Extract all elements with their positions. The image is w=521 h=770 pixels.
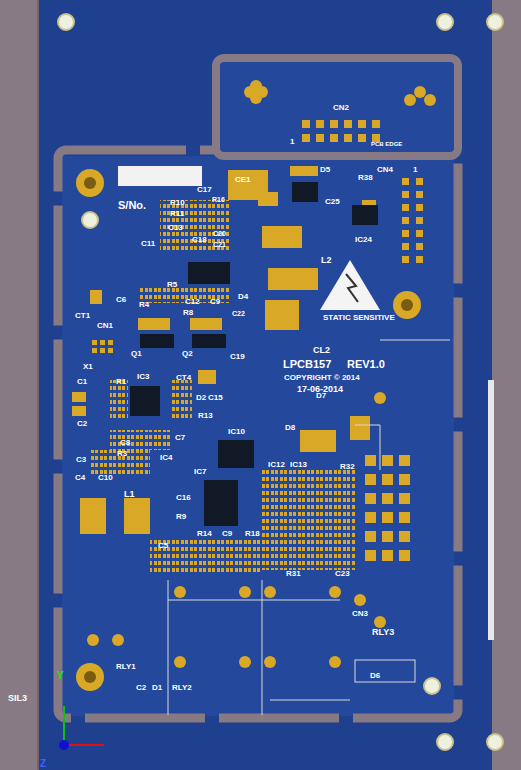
silkscreen-label: 1 [290,138,294,146]
silkscreen-label: Z [40,759,46,769]
silkscreen-label: R18 [245,530,260,538]
silkscreen-label: C11 [141,240,155,248]
silkscreen-label: C5 [158,542,168,550]
silkscreen-label: R14 [197,530,212,538]
silkscreen-label: CT4 [176,374,191,382]
silkscreen-label: CN2 [333,104,349,112]
silkscreen-label: CN4 [377,166,393,174]
silkscreen-label: C22 [232,310,245,317]
silkscreen-label: C16 [176,494,191,502]
silkscreen-label: D8 [285,424,295,432]
silkscreen-label: CN3 [352,610,368,618]
silkscreen-label: CL2 [313,346,330,355]
silkscreen-label: C12 [185,298,200,306]
silkscreen-label: R13 [198,412,213,420]
silkscreen-label: C2 [136,684,146,692]
silkscreen-label: R1 [116,378,126,386]
silkscreen-label: STATIC SENSITIVE [323,314,395,322]
silkscreen-label: PCB EDGE [371,141,402,147]
silkscreen-label: C19 [230,353,245,361]
silkscreen-label: RLY3 [372,628,394,637]
silkscreen-label: R3 [117,450,127,458]
silkscreen-label: IC10 [228,428,245,436]
silkscreen-label: C21 [213,241,226,248]
silkscreen-label: IC4 [160,454,172,462]
silkscreen-label: D2 [196,394,206,402]
silkscreen-label: L1 [124,490,135,499]
silkscreen-label: IC7 [194,468,206,476]
silkscreen-label: CN1 [97,322,113,330]
silkscreen-label: D4 [238,293,248,301]
silkscreen-label: REV1.0 [347,359,385,370]
silkscreen-label: C25 [325,198,340,206]
silkscreen-label: X1 [83,363,93,371]
silkscreen-label: IC13 [290,461,307,469]
silkscreen-label: C18 [192,236,207,244]
silkscreen-label: D5 [320,166,330,174]
silkscreen-label: C15 [208,394,223,402]
silkscreen-label: D1 [152,684,162,692]
silkscreen-label: IC3 [137,373,149,381]
silkscreen-label: C9 [210,298,220,306]
silkscreen-label: CE1 [235,176,251,184]
silkscreen-label: R9 [176,513,186,521]
silkscreen-label: LPCB157 [283,359,331,370]
silkscreen-label: D7 [316,392,326,400]
silkscreen-label: R5 [167,281,177,289]
silkscreen-label: C13 [168,224,183,232]
silkscreen-label: SIL3 [8,694,27,703]
silkscreen-label: C10 [98,474,113,482]
silkscreen-label: Y [57,671,64,681]
silkscreen-label: C23 [335,570,350,578]
silkscreen-label: Q2 [182,350,193,358]
silkscreen-label: IC24 [355,236,372,244]
silkscreen-label: R8 [183,309,193,317]
silkscreen-label: C9 [222,530,232,538]
silkscreen-label: R32 [340,463,355,471]
silkscreen-label: IC12 [268,461,285,469]
silkscreen-label: CT1 [75,312,90,320]
silkscreen-label: R4 [139,301,149,309]
silkscreen-label: R10 [170,199,185,207]
silkscreen-label: C4 [75,474,85,482]
silkscreen-label: C20 [213,230,226,237]
silkscreen-label: COPYRIGHT © 2014 [284,374,360,382]
silkscreen-label: R16 [212,196,225,203]
silkscreen-label: C17 [197,186,212,194]
silkscreen-label: RLY1 [116,663,136,671]
silkscreen-label: Q1 [131,350,142,358]
silkscreen-label: RLY2 [172,684,192,692]
silkscreen-label: C1 [77,378,87,386]
silkscreen-label: R31 [286,570,301,578]
silkscreen-label: C2 [77,420,87,428]
silkscreen-label: L2 [321,256,332,265]
silkscreen-label: C8 [120,439,130,447]
silkscreen-label: 1 [413,166,417,174]
silkscreen-label: R38 [358,174,373,182]
silkscreen-label: R11 [170,210,184,218]
silkscreen-label: D6 [370,672,380,680]
silkscreen-label: S/No. [118,200,146,211]
silkscreen-label: C7 [175,434,185,442]
silkscreen-label: C3 [76,456,86,464]
silkscreen-label: C6 [116,296,126,304]
